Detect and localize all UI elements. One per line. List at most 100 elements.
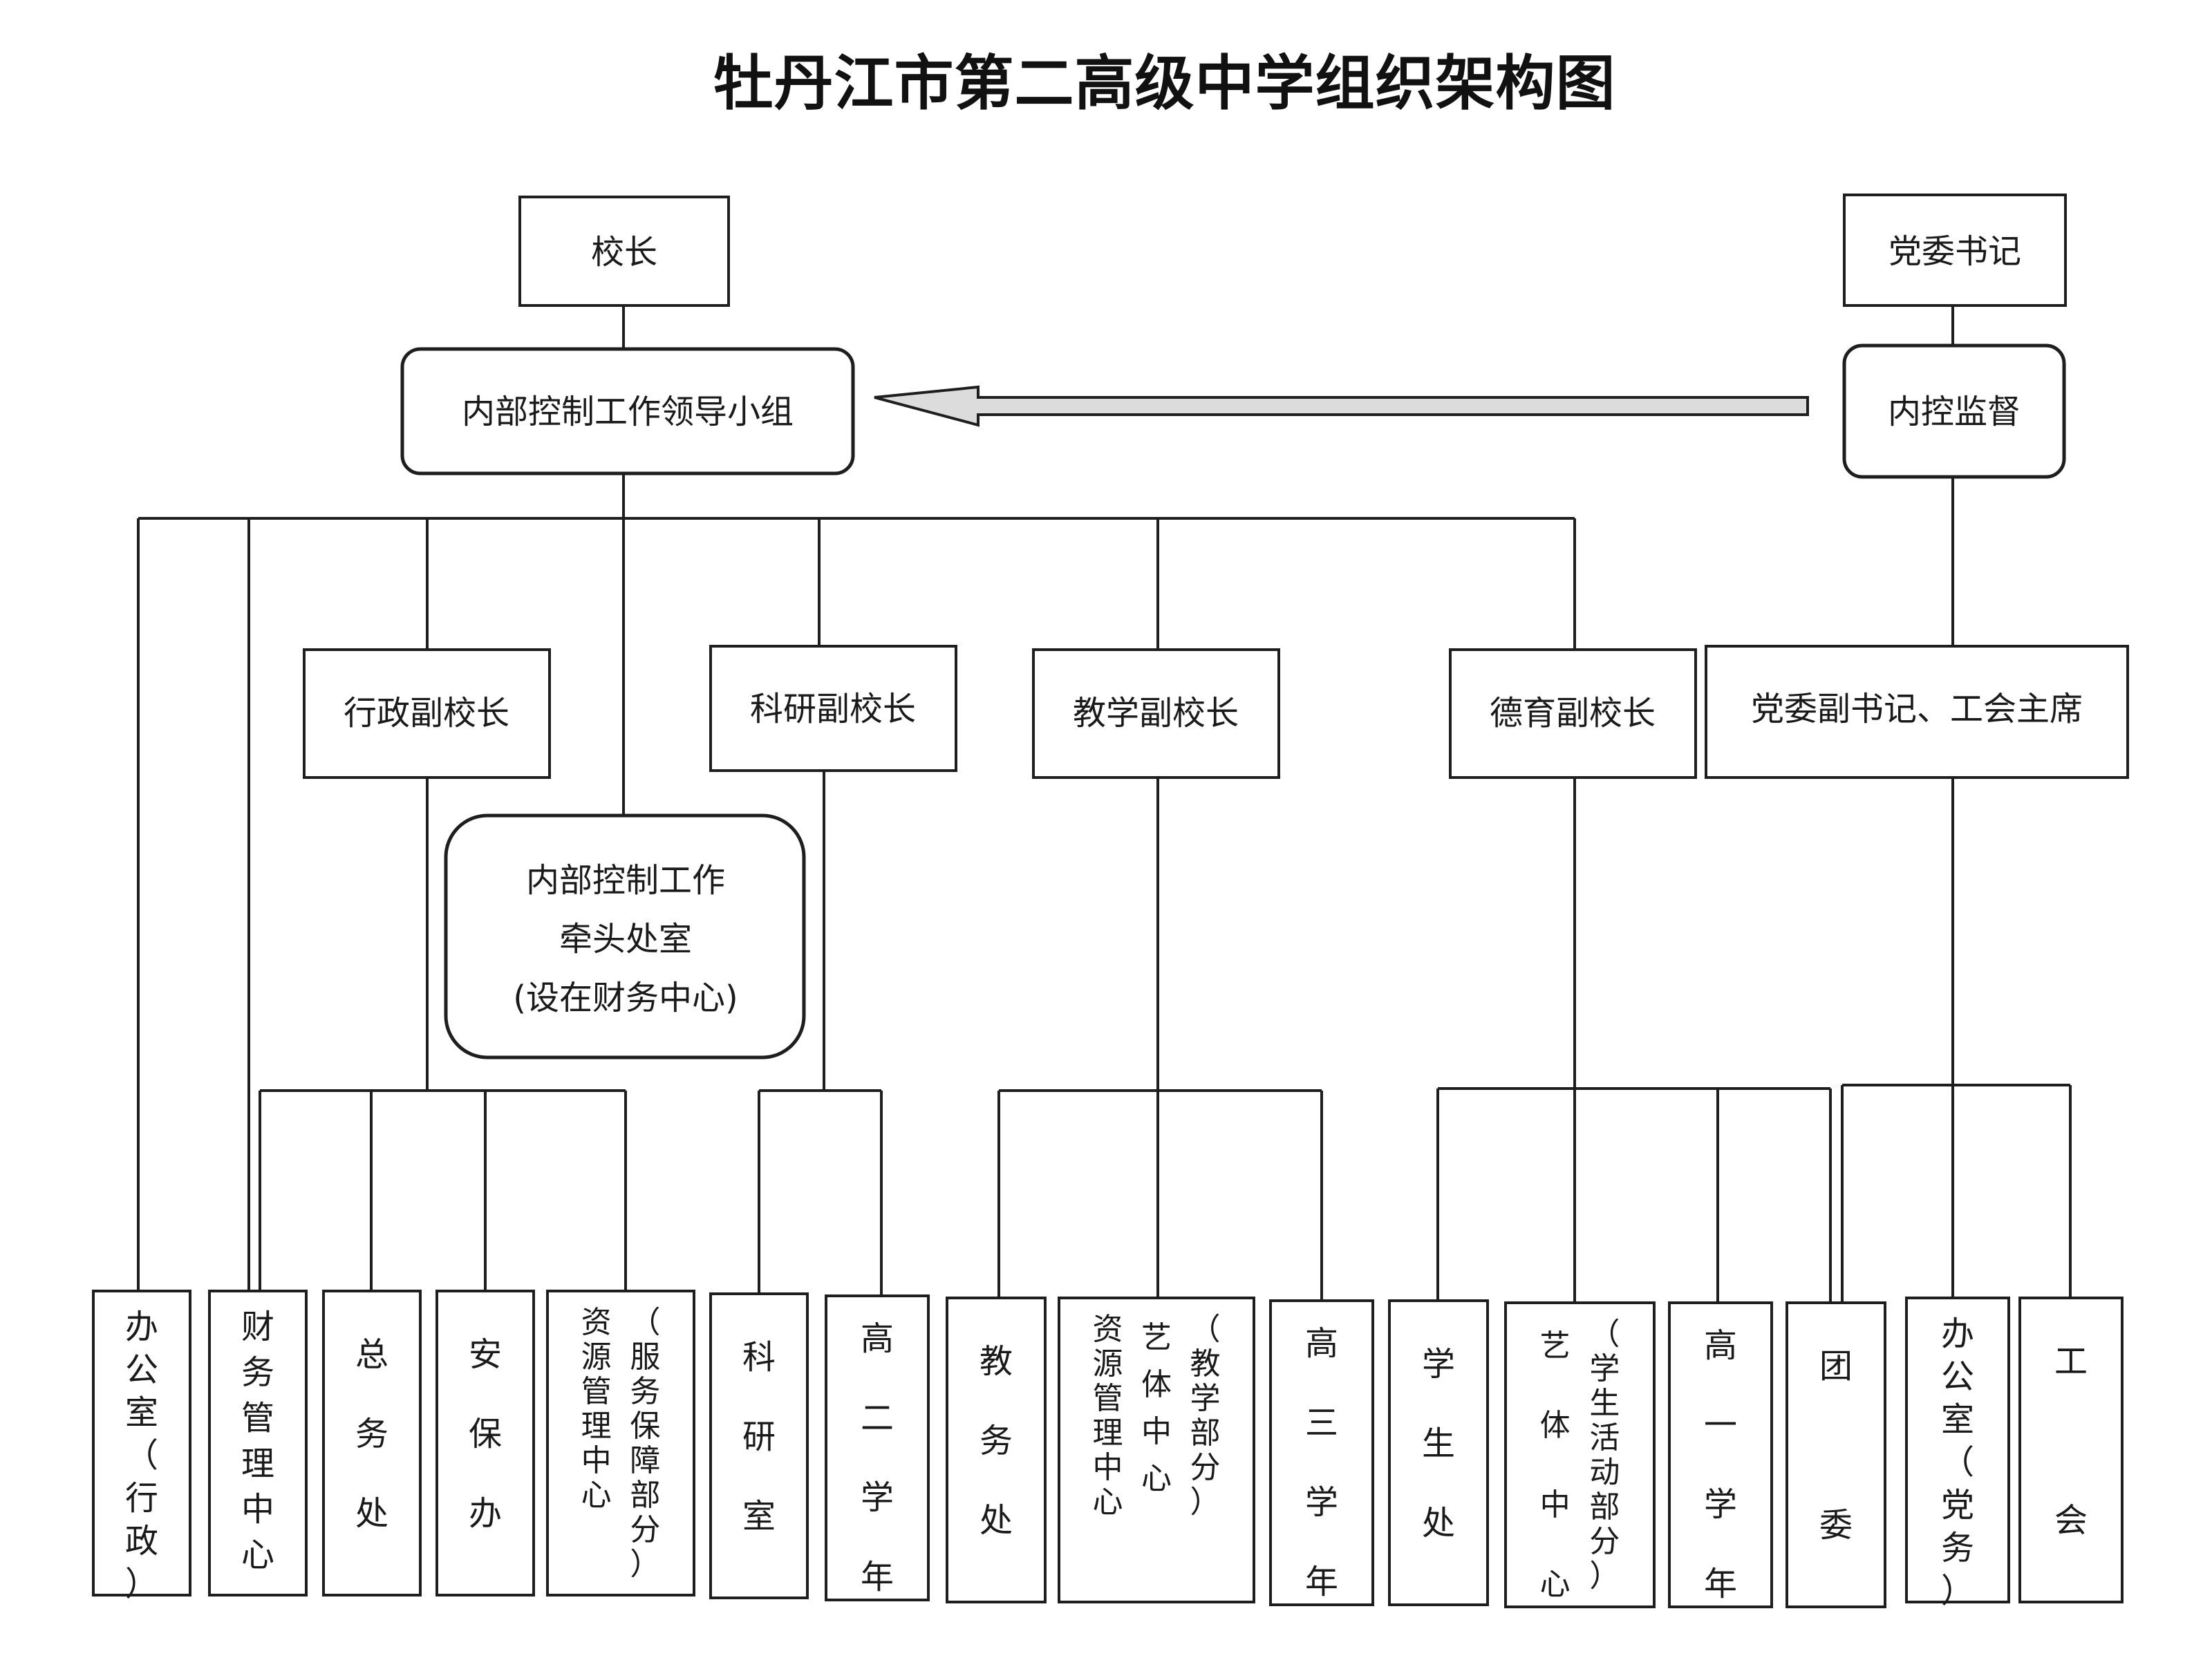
dept-label-char: 学 bbox=[1422, 1345, 1455, 1384]
dept-label-char: 室 bbox=[742, 1497, 776, 1536]
dept-label-char: 公 bbox=[125, 1350, 158, 1389]
internal-supervision-label: 内控监督 bbox=[1888, 393, 2021, 431]
dept-label-char: 心 bbox=[1093, 1485, 1123, 1520]
vp-admin-label: 行政副校长 bbox=[344, 694, 509, 733]
dept-label-char: 研 bbox=[742, 1418, 776, 1456]
dept-label-char: 科 bbox=[742, 1338, 776, 1377]
dept-label-char: 财 bbox=[241, 1308, 274, 1346]
dept-label-char: 二 bbox=[861, 1399, 894, 1438]
dept-label-char: 教 bbox=[1190, 1346, 1221, 1382]
dept-label-char: 资 bbox=[581, 1305, 612, 1340]
dept-box bbox=[1269, 1299, 1374, 1606]
dept-box bbox=[2018, 1297, 2124, 1603]
dept-box bbox=[709, 1292, 809, 1599]
dept-box bbox=[208, 1290, 308, 1597]
dept-label-char: 务 bbox=[980, 1422, 1013, 1460]
dept-label-char: 源 bbox=[581, 1339, 612, 1375]
dept-label-char: 保 bbox=[630, 1409, 660, 1444]
dept-label-char: 年 bbox=[1704, 1565, 1737, 1603]
dept-label-char: 心 bbox=[581, 1478, 612, 1513]
dept-label-char: 分 bbox=[630, 1512, 660, 1547]
dept-label-char: 生 bbox=[1422, 1424, 1455, 1463]
dept-label-char: 部 bbox=[1190, 1415, 1221, 1451]
lead-office-line2: 牵头处室 bbox=[559, 920, 692, 959]
dept-label-char: 心 bbox=[1141, 1461, 1172, 1496]
vp-research-box bbox=[709, 645, 957, 772]
dept-box bbox=[825, 1294, 930, 1601]
leading-group-box bbox=[400, 347, 855, 475]
deputy-secretary-label: 党委副书记、工会主席 bbox=[1751, 690, 2083, 728]
dept-label-char: 部 bbox=[630, 1478, 660, 1513]
dept-labor-union: 工会工会 bbox=[2018, 1297, 2124, 1603]
dept-label-char: 体 bbox=[1540, 1408, 1571, 1443]
dept-label-char: 高 bbox=[1704, 1326, 1737, 1365]
dept-label-char: （ bbox=[630, 1305, 660, 1340]
dept-label-char: 总 bbox=[355, 1335, 388, 1374]
dept-label-char: 体 bbox=[1141, 1367, 1172, 1402]
dept-label-char: ） bbox=[125, 1565, 158, 1603]
vp-admin-box bbox=[303, 648, 551, 779]
dept-label-char: 分 bbox=[1190, 1450, 1221, 1485]
dept-youth-league: 团委团委 bbox=[1785, 1301, 1886, 1608]
chart-title: 牡丹江市第二高级中学组织架构图 bbox=[714, 48, 1616, 118]
lead-office-line3: (设在财务中心) bbox=[513, 979, 738, 1017]
dept-label-char: ） bbox=[630, 1547, 660, 1582]
dept-label-char: 办 bbox=[1941, 1315, 1974, 1353]
dept-label-char: 行 bbox=[125, 1479, 158, 1518]
dept-label-char: （ bbox=[1941, 1443, 1974, 1482]
dept-label-char: 学 bbox=[1305, 1483, 1338, 1522]
dept-label-char: 务 bbox=[630, 1374, 660, 1409]
dept-label-char: 室 bbox=[125, 1393, 158, 1432]
dept-label-char: 工 bbox=[2054, 1342, 2088, 1381]
dept-label-char: 艺 bbox=[1141, 1320, 1172, 1355]
dept-label-char: 资 bbox=[1093, 1312, 1123, 1347]
party-secretary-label: 党委书记 bbox=[1888, 232, 2021, 271]
dept-label-char: ） bbox=[1941, 1572, 1974, 1610]
dept-label-char: 分 bbox=[1589, 1524, 1620, 1559]
dept-grade-3: 高三学年高三学年 bbox=[1269, 1299, 1374, 1606]
dept-box bbox=[1058, 1297, 1255, 1603]
dept-label-char: 年 bbox=[1305, 1563, 1338, 1601]
dept-academic-affairs: 教务处教务处 bbox=[946, 1297, 1047, 1603]
dept-box bbox=[1504, 1301, 1656, 1608]
vp-research-label: 科研副校长 bbox=[750, 690, 916, 728]
vp-moral-box bbox=[1449, 648, 1697, 779]
dept-label-char: 三 bbox=[1305, 1404, 1338, 1442]
dept-label-char: ） bbox=[1190, 1485, 1221, 1520]
dept-label-char: 心 bbox=[1540, 1567, 1571, 1602]
internal-supervision-box bbox=[1842, 343, 2066, 479]
dept-label-char: 安 bbox=[469, 1335, 502, 1374]
principal-label: 校长 bbox=[591, 233, 657, 272]
dept-research-office: 科研室科研室 bbox=[709, 1292, 809, 1599]
dept-label-char: 一 bbox=[1704, 1406, 1737, 1444]
dept-label-char: 务 bbox=[1941, 1529, 1974, 1567]
dept-box bbox=[1785, 1301, 1886, 1608]
dept-label-char: 活 bbox=[1589, 1420, 1620, 1456]
dept-label-char: 管 bbox=[1093, 1381, 1123, 1416]
leading-group-label: 内部控制工作领导小组 bbox=[462, 393, 794, 431]
dept-security-office: 安保办安保办 bbox=[435, 1290, 535, 1597]
deputy-secretary-box bbox=[1705, 645, 2129, 779]
dept-label-char: 源 bbox=[1093, 1346, 1123, 1382]
dept-label-char: 动 bbox=[1589, 1455, 1620, 1490]
dept-box bbox=[1668, 1301, 1773, 1608]
dept-label-char: （ bbox=[1589, 1317, 1620, 1352]
lead-office-box bbox=[444, 813, 806, 1059]
dept-label-char: 务 bbox=[241, 1353, 274, 1392]
dept-label-char: 管 bbox=[581, 1374, 612, 1409]
dept-label-char: 公 bbox=[1941, 1357, 1974, 1396]
dept-label-char: 高 bbox=[861, 1319, 894, 1358]
vp-teaching-label: 教学副校长 bbox=[1073, 694, 1239, 733]
dept-label-char: 艺 bbox=[1540, 1328, 1571, 1364]
dept-grade-1: 高一学年高一学年 bbox=[1668, 1301, 1773, 1608]
connector-lines bbox=[137, 305, 2072, 1303]
dept-box bbox=[435, 1290, 535, 1597]
dept-finance-center: 财务管理中心财务管理中心 bbox=[208, 1290, 308, 1597]
dept-label-char: 中 bbox=[581, 1443, 612, 1478]
dept-label-char: 办 bbox=[469, 1494, 502, 1533]
lead-office-line1: 内部控制工作 bbox=[526, 861, 725, 900]
dept-label-char: 障 bbox=[630, 1443, 660, 1478]
